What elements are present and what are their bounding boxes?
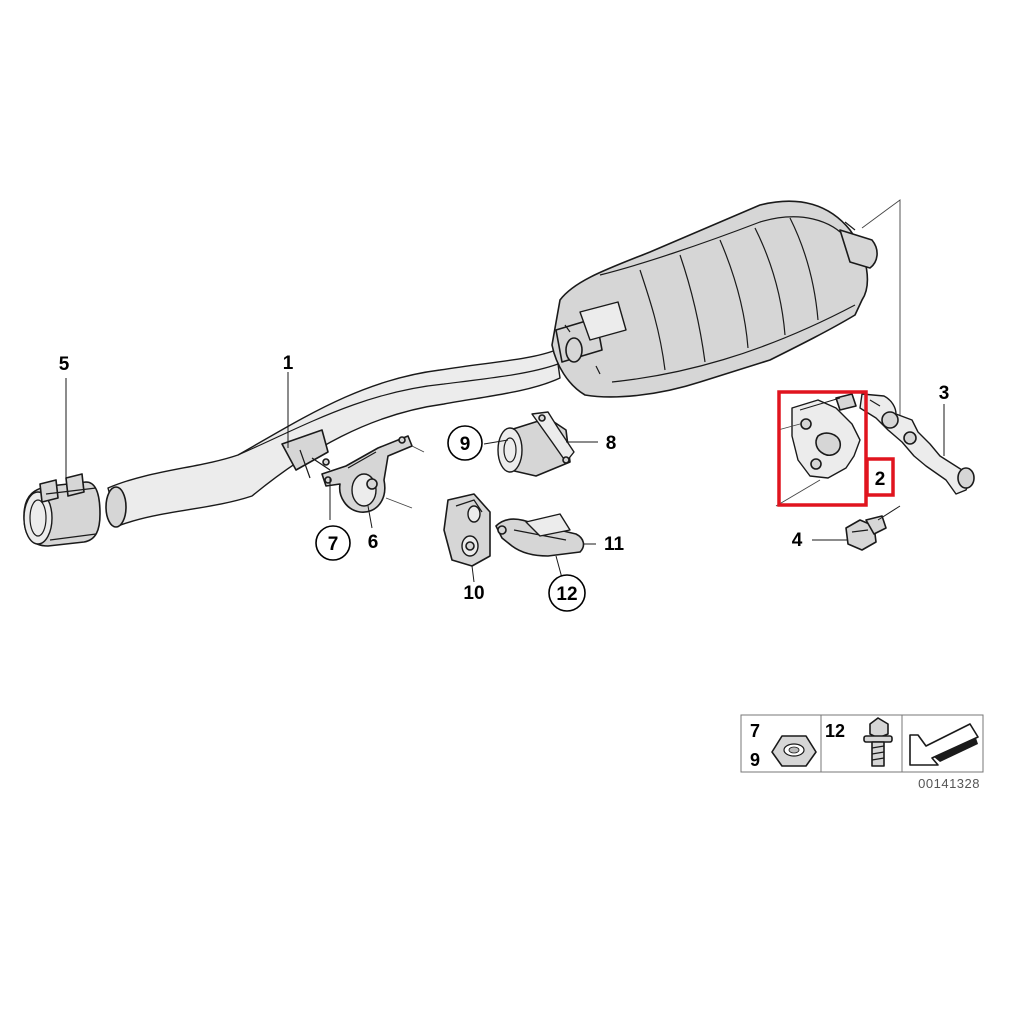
legend-nut-label-7: 7 bbox=[750, 721, 760, 741]
legend-nut-label-9: 9 bbox=[750, 750, 760, 770]
callout-4: 4 bbox=[792, 530, 803, 551]
legend-box: 7 9 12 bbox=[740, 714, 984, 773]
hex-bolt-4 bbox=[845, 515, 887, 551]
callout-10: 10 bbox=[463, 583, 484, 604]
leader-lines bbox=[65, 372, 945, 583]
forward-direction-arrow-icon bbox=[909, 723, 979, 766]
exhaust-pipe-1 bbox=[105, 349, 561, 528]
callout-8: 8 bbox=[606, 433, 617, 454]
hanger-bracket-6 bbox=[321, 435, 413, 513]
callout-3: 3 bbox=[939, 383, 950, 404]
pipe-clamp-5 bbox=[23, 473, 101, 547]
callout-7: 7 bbox=[328, 534, 339, 555]
gasket-2 bbox=[791, 393, 861, 479]
rear-muffler bbox=[551, 199, 901, 420]
callout-1: 1 bbox=[283, 353, 294, 374]
callout-circles bbox=[315, 425, 586, 612]
mounting-sleeve-8 bbox=[497, 411, 575, 477]
callout-2: 2 bbox=[875, 469, 886, 490]
rubber-mount-10 bbox=[443, 493, 491, 567]
flange-bolt-icon bbox=[863, 717, 893, 767]
legend-bolt-label-12: 12 bbox=[825, 721, 845, 741]
callout-11: 11 bbox=[604, 534, 625, 555]
connecting-tube-3 bbox=[859, 393, 975, 495]
callout-9: 9 bbox=[460, 434, 471, 455]
hex-nut-icon bbox=[771, 735, 817, 767]
callout-5: 5 bbox=[59, 354, 70, 375]
callout-6: 6 bbox=[368, 532, 379, 553]
callout-12: 12 bbox=[556, 584, 577, 605]
holder-11 bbox=[495, 513, 585, 557]
highlight-box-label-2 bbox=[865, 457, 895, 497]
highlight-box-gasket bbox=[777, 390, 868, 507]
highlight-boxes bbox=[777, 390, 895, 507]
drawing-code: 00141328 bbox=[918, 776, 980, 791]
